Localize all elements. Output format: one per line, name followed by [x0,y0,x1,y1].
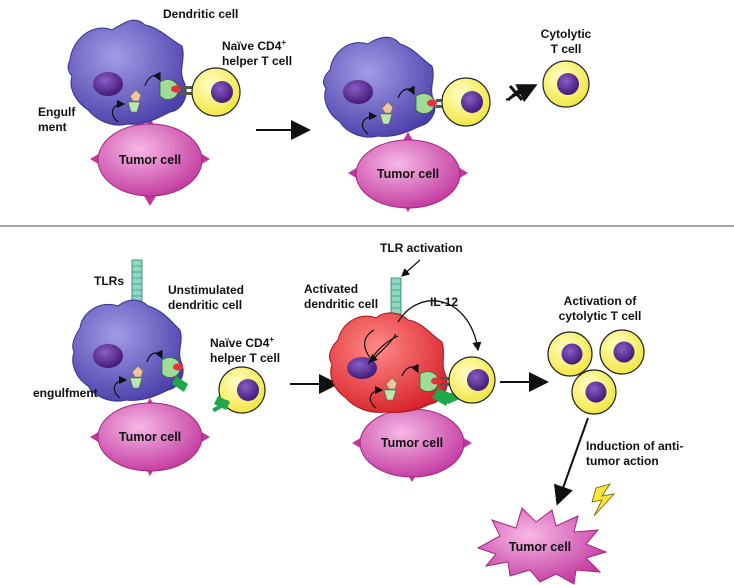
naive-t-cell-top-left [191,67,241,117]
tumor-cell-label: Tumor cell [381,436,443,450]
cytolytic-label-line2: T cell [551,42,582,56]
activated-dendritic-cell [329,312,462,413]
activated-cytolytic-t-cells [547,329,645,415]
tlr-activation-arrow [401,259,421,277]
tumor-cell-label: Tumor cell [509,540,571,554]
costimulatory-molecule [172,376,188,392]
antigen-peptide [171,85,181,93]
engulfment-label-line2: ment [38,120,67,134]
tumor-cell-top-right: Tumor cell [348,132,468,212]
naive-cd4-bottom-line1: Naïve CD4+ [210,335,274,350]
cytolytic-label-line1: Cytolytic [541,27,592,41]
activation-cytolytic-line1: Activation of [564,294,638,308]
dendritic-cell-top-right [323,36,437,138]
induction-arrow [553,417,589,506]
tumor-cell-top-left: Tumor cell [90,118,210,206]
tumor-cell-bottom-middle: Tumor cell [352,404,472,482]
naive-t-cell-top-right [441,77,491,127]
top-panel: Tumor cell Dendritic cell [38,7,592,212]
bottom-panel: Tumor cell TLRs Unstimulated dendritic c… [33,241,683,585]
unstimulated-label-line1: Unstimulated [168,283,244,297]
naive-cd4-label-line1: Naïve CD4+ [222,38,286,53]
lightning-icon [591,483,616,517]
nucleus [93,72,123,96]
tumor-cell-bottom-left: Tumor cell [90,398,210,476]
induction-label-line2: tumor action [586,454,659,468]
tcr-activated [440,377,452,386]
cytolytic-t-cell [547,331,593,377]
tumor-cell-label: Tumor cell [377,167,439,181]
engulfment-label: engulfment [33,386,98,400]
activated-label-line2: dendritic cell [304,297,378,311]
activated-label-line1: Activated [304,282,358,296]
tlrs-label: TLRs [94,274,124,288]
cytolytic-t-cell [542,60,590,108]
cytolytic-t-cell [571,369,617,415]
destroyed-tumor-cell: Tumor cell [476,507,608,585]
unstimulated-label-line2: dendritic cell [168,298,242,312]
naive-cd4-bottom-line2: helper T cell [210,351,280,365]
il12-label: IL-12 [430,295,458,309]
naive-cd4-label-line2: helper T cell [222,54,292,68]
il12-arrow [397,300,482,352]
induction-label-line1: Induction of anti- [586,439,683,453]
unstimulated-dendritic-cell [72,299,188,402]
dendritic-cell-top-left [67,19,187,126]
dendritic-cell-label: Dendritic cell [163,7,238,21]
tumor-cell-label: Tumor cell [119,430,181,444]
naive-t-cell-bottom [212,366,266,414]
tumor-cell-label: Tumor cell [119,153,181,167]
cytolytic-t-cell [599,329,645,375]
blocked-activation-arrow [505,84,538,103]
engulfment-label-line1: Engulf [38,105,76,119]
activation-cytolytic-line2: cytolytic T cell [559,309,642,323]
tlr-activation-label: TLR activation [380,241,463,255]
naive-t-cell-activated [448,356,496,404]
tcr-top-left [180,86,192,95]
